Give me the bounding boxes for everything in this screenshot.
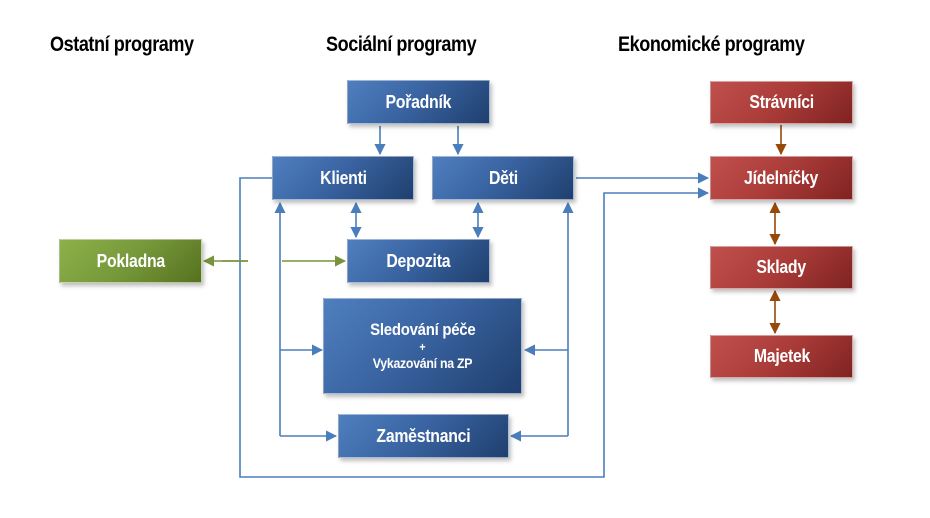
node-jidelnicky: Jídelníčky [710, 156, 853, 200]
node-vykazovani-label: Vykazování na ZP [372, 355, 473, 372]
node-pokladna: Pokladna [59, 239, 202, 283]
node-sledovani-label: Sledování péče [369, 320, 476, 340]
heading-other-programs: Ostatní programy [50, 33, 194, 56]
node-zamestnanci: Zaměstnanci [338, 414, 509, 458]
node-sklady: Sklady [710, 246, 853, 289]
node-plus-label: + [419, 340, 426, 355]
node-poradnik: Pořadník [347, 80, 490, 124]
node-majetek: Majetek [710, 335, 853, 378]
heading-social-programs: Sociální programy [326, 33, 477, 56]
heading-economic-programs: Ekonomické programy [618, 33, 805, 56]
node-deti: Děti [432, 156, 574, 200]
node-stravnici: Strávníci [710, 81, 853, 124]
node-sledovani-pece: Sledování péče + Vykazování na ZP [323, 298, 522, 394]
node-depozita: Depozita [347, 239, 490, 283]
arrow-klienti-loop-jidelnicky [239, 177, 710, 478]
node-klienti: Klienti [272, 156, 414, 200]
